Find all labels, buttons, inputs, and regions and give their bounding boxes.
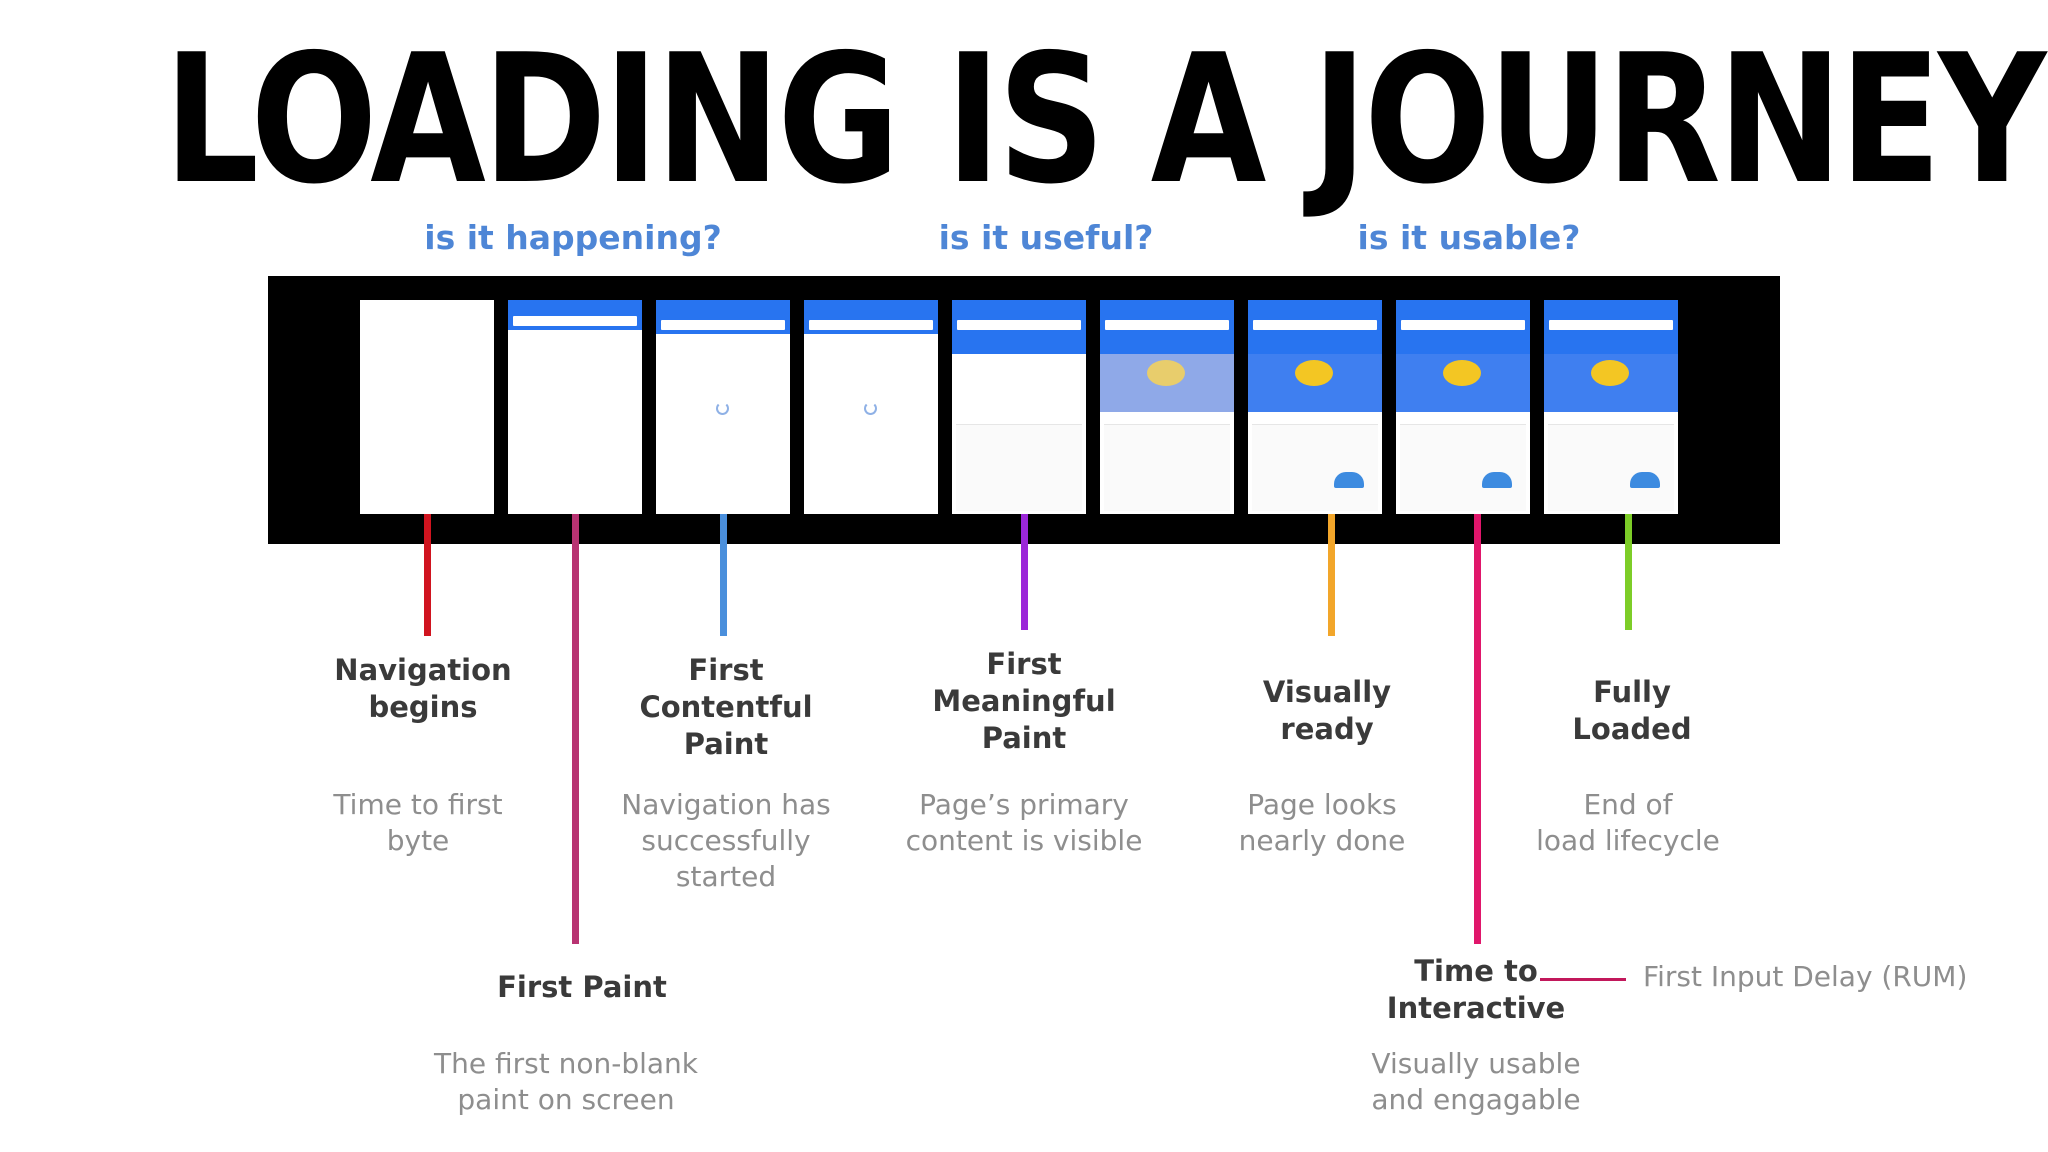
milestone-label: Visually ready [1263, 674, 1391, 748]
filmstrip-frame-spinner [656, 300, 790, 514]
loading-spinner-icon [864, 402, 877, 415]
milestone-description: Time to first byte [333, 787, 502, 859]
connector-navigation [424, 514, 431, 636]
milestone-label: First Contentful Paint [639, 652, 812, 763]
filmstrip-frame-full [1544, 300, 1678, 514]
sale-badge-icon [1443, 360, 1481, 386]
milestone-label: Navigation begins [334, 652, 511, 726]
connector-tti [1474, 514, 1481, 944]
question-happening: is it happening? [424, 218, 721, 257]
first-input-delay-connector [1540, 978, 1626, 981]
milestone-label: Time to Interactive [1387, 953, 1565, 1027]
iron-product-icon [1334, 472, 1364, 488]
milestone-description: End of load lifecycle [1536, 787, 1720, 859]
question-useful: is it useful? [939, 218, 1154, 257]
question-usable: is it usable? [1358, 218, 1581, 257]
filmstrip-frame-banner [1100, 300, 1234, 514]
deal-cards [956, 424, 1082, 511]
connector-visually-ready [1328, 514, 1335, 636]
sale-badge-icon [1147, 360, 1185, 386]
connector-fcp [720, 514, 727, 636]
first-input-delay-label: First Input Delay (RUM) [1643, 960, 1967, 993]
sale-badge-icon [1591, 360, 1629, 386]
milestone-description: Visually usable and engagable [1371, 1046, 1580, 1118]
connector-fmp [1021, 514, 1028, 630]
milestone-description: Page looks nearly done [1239, 787, 1406, 859]
filmstrip-frame-full [1248, 300, 1382, 514]
milestone-description: Navigation has successfully started [621, 787, 830, 895]
filmstrip-frame-full [1396, 300, 1530, 514]
filmstrip [268, 276, 1780, 544]
deal-cards [1104, 424, 1230, 511]
connector-fully-loaded [1625, 514, 1632, 630]
filmstrip-frame-partial [952, 300, 1086, 514]
milestone-description: The first non-blank paint on screen [434, 1046, 698, 1118]
milestone-description: Page’s primary content is visible [906, 787, 1143, 859]
filmstrip-frame-spinner [804, 300, 938, 514]
milestone-label: Fully Loaded [1572, 674, 1691, 748]
deal-cards [1252, 424, 1378, 511]
milestone-label: First Paint [497, 969, 667, 1006]
connector-first-paint [572, 514, 579, 944]
filmstrip-frame-blank [360, 300, 494, 514]
deal-cards [1548, 424, 1674, 511]
iron-product-icon [1630, 472, 1660, 488]
milestone-label: First Meaningful Paint [932, 646, 1115, 757]
filmstrip-frame-search-bar [508, 300, 642, 514]
page-title: LOADING IS A JOURNEY [164, 30, 1884, 210]
iron-product-icon [1482, 472, 1512, 488]
sale-badge-icon [1295, 360, 1333, 386]
deal-cards [1400, 424, 1526, 511]
loading-spinner-icon [716, 402, 729, 415]
